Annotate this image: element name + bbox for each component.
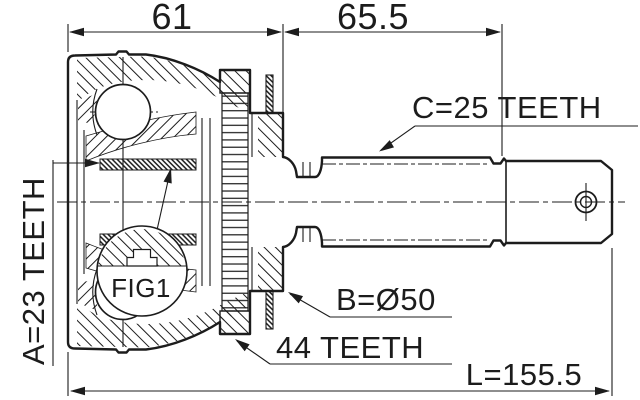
callout-arrow [379, 140, 395, 152]
callout-arrow [235, 339, 250, 352]
shaft-end-hole [574, 183, 598, 221]
dimension-65-5: 65.5 [284, 0, 503, 156]
dim-arrow [70, 386, 85, 396]
dust-shield-edge-bottom [265, 290, 274, 330]
callout-body-diameter: B=Ø50 [288, 282, 452, 318]
dim-arrow [267, 27, 282, 37]
boot-groove-lines [265, 74, 311, 330]
neck-wall-top-hatch [258, 113, 283, 157]
shaft-spline-indicators [322, 163, 490, 241]
fig1-tooth-section-hatch [98, 229, 186, 266]
dim-65-5-label: 65.5 [337, 0, 409, 37]
dim-arrow [486, 27, 501, 37]
dim-arrow [595, 386, 610, 396]
dim-61-label: 61 [151, 0, 192, 37]
outer-race-wall-top-hatch [77, 56, 248, 112]
dim-arrow [284, 27, 299, 37]
label-c-25-teeth: C=25 TEETH [412, 90, 602, 125]
cage-arc-bottom [92, 268, 98, 316]
dimension-l-155-5: L=155.5 [67, 248, 613, 396]
dust-shield-edge-top [265, 74, 274, 114]
fig1-leader-arrow [163, 168, 172, 184]
label-44-teeth: 44 TEETH [276, 330, 424, 365]
abs-ring-top-section [219, 69, 251, 94]
callout-shaft-spline: C=25 TEETH [379, 90, 638, 152]
dim-total-length-label: L=155.5 [466, 357, 582, 392]
fig1-spline-tooth-profile [126, 248, 158, 267]
label-a-23-teeth: A=23 TEETH [16, 177, 51, 365]
callout-arrow [85, 158, 100, 168]
dimension-61: 61 [67, 0, 284, 112]
fig1-detail-view: FIG1 [96, 168, 188, 317]
callout-inner-spline: A=23 TEETH [16, 158, 100, 366]
inner-spline-band-top [99, 158, 197, 171]
abs-ring-bottom-section [219, 310, 251, 335]
neck-wall-bottom-hatch [258, 247, 283, 291]
fig1-label: FIG1 [111, 273, 171, 303]
label-b-diameter: B=Ø50 [336, 282, 436, 317]
dim-arrow [69, 27, 84, 37]
ball-bearing-top [94, 83, 152, 141]
callout-arrow [288, 292, 304, 304]
callout-abs-ring: 44 TEETH [235, 330, 452, 365]
outer-race-wall-bottom-hatch [77, 292, 248, 348]
